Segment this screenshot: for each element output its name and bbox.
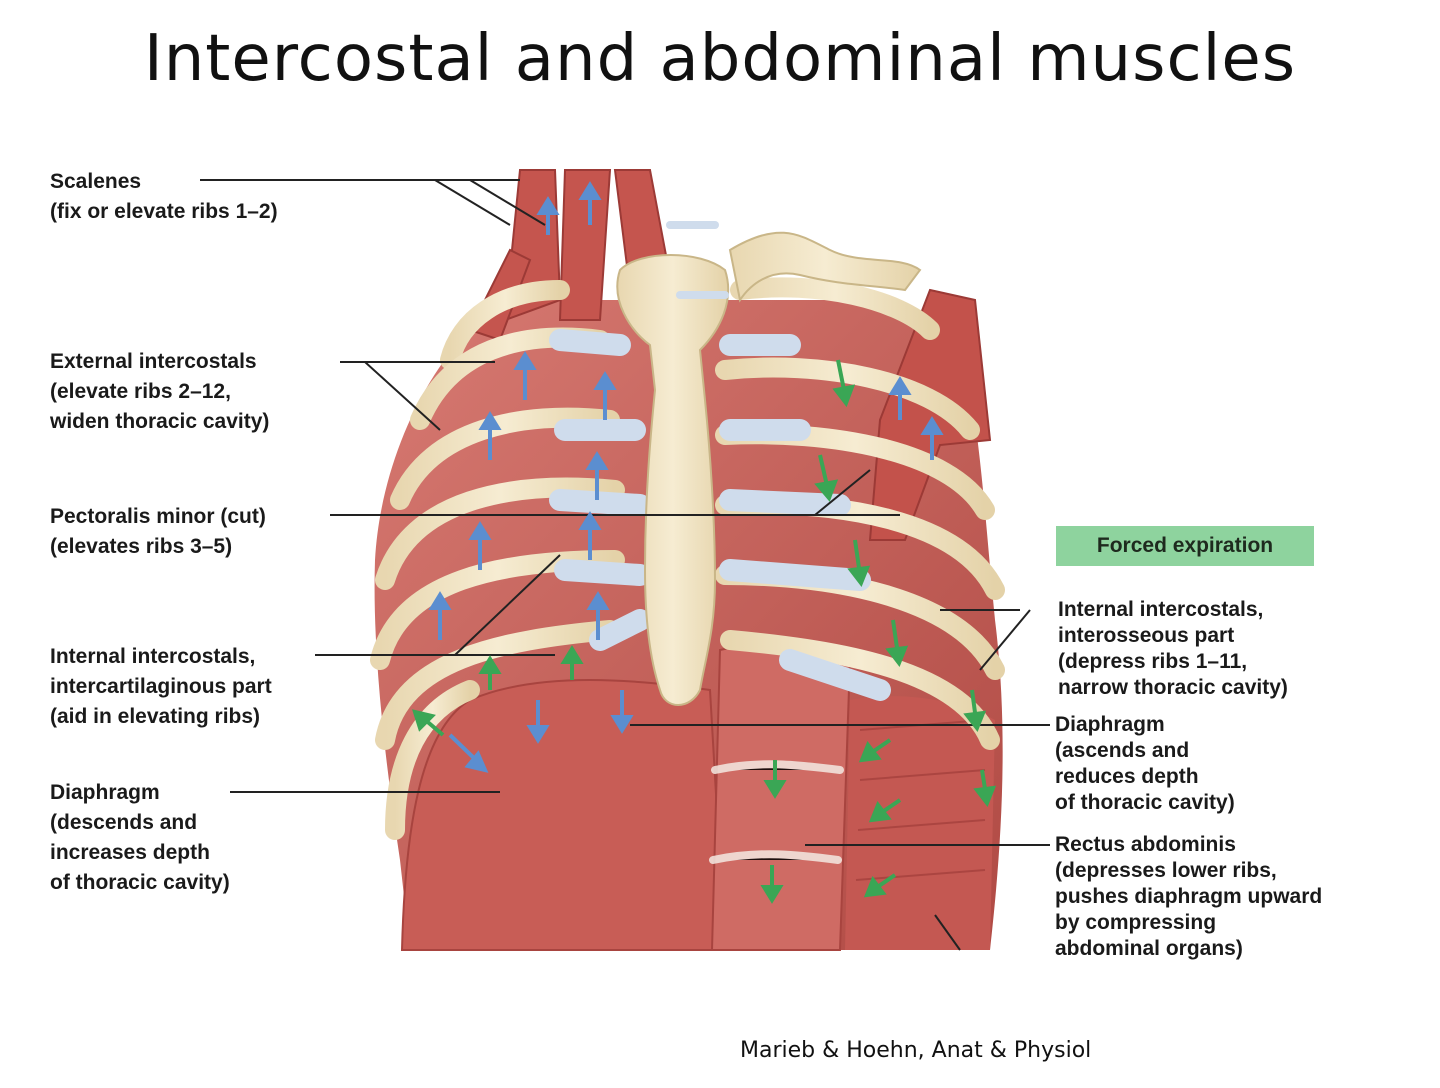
label-pectoralis-minor: Pectoralis minor (cut) (elevates ribs 3–… [50,502,266,562]
label-external-intercostals: External intercostals (elevate ribs 2–12… [50,347,269,437]
label-line: intercartilaginous part [50,675,272,698]
costal-cartilages [549,329,891,701]
forced-expiration-badge: Forced expiration [1056,526,1314,566]
label-line: (elevates ribs 3–5) [50,535,233,558]
expiration-arrows [412,359,997,904]
label-internal-intercostals-intercartilaginous: Internal intercostals, intercartilaginou… [50,642,272,732]
label-line: Scalenes [50,170,142,193]
tendinous-intersections [709,760,844,864]
label-line: of thoracic cavity) [1055,791,1235,814]
inspiration-arrows [428,181,944,773]
label-line: (descends and [50,811,198,834]
label-line: (fix or elevate ribs 1–2) [50,200,278,223]
label-line: (elevate ribs 2–12, [50,380,231,403]
label-line: abdominal organs) [1055,937,1243,960]
clavicle [728,231,922,303]
source-credit: Marieb & Hoehn, Anat & Physiol [740,1038,1092,1063]
label-internal-intercostals-interosseous: Internal intercostals, interosseous part… [1058,597,1288,701]
label-line: Diaphragm [1055,713,1165,736]
label-line: (aid in elevating ribs) [50,705,261,728]
label-line: by compressing [1055,911,1217,934]
label-line: pushes diaphragm upward [1055,885,1323,908]
label-diaphragm-expiration: Diaphragm (ascends and reduces depth of … [1055,712,1235,816]
label-line: (depresses lower ribs, [1055,859,1277,882]
label-line: (ascends and [1055,739,1190,762]
label-line: Internal intercostals, [50,645,256,668]
label-line: increases depth [50,841,210,864]
label-line: narrow thoracic cavity) [1058,676,1288,699]
abdominal-oblique [845,696,995,950]
label-line: reduces depth [1055,765,1199,788]
label-rectus-abdominis: Rectus abdominis (depresses lower ribs, … [1055,832,1322,962]
label-scalenes: Scalenes (fix or elevate ribs 1–2) [50,167,278,227]
diaphragm-muscle [400,679,727,951]
rectus-abdominis-muscle [710,644,852,951]
sternum [616,254,730,706]
ribs-left [370,280,625,840]
label-line: (depress ribs 1–11, [1058,650,1248,673]
trachea-cartilage [666,221,729,299]
label-line: Rectus abdominis [1055,833,1236,856]
label-line: widen thoracic cavity) [50,410,270,433]
label-line: interosseous part [1058,624,1235,647]
page-title: Intercostal and abdominal muscles [143,22,1297,96]
label-diaphragm-inspiration: Diaphragm (descends and increases depth … [50,778,230,898]
label-line: Pectoralis minor (cut) [50,505,266,528]
label-line: Internal intercostals, [1058,598,1264,621]
label-line: Diaphragm [50,781,160,804]
label-line: of thoracic cavity) [50,871,230,894]
label-line: External intercostals [50,350,257,373]
